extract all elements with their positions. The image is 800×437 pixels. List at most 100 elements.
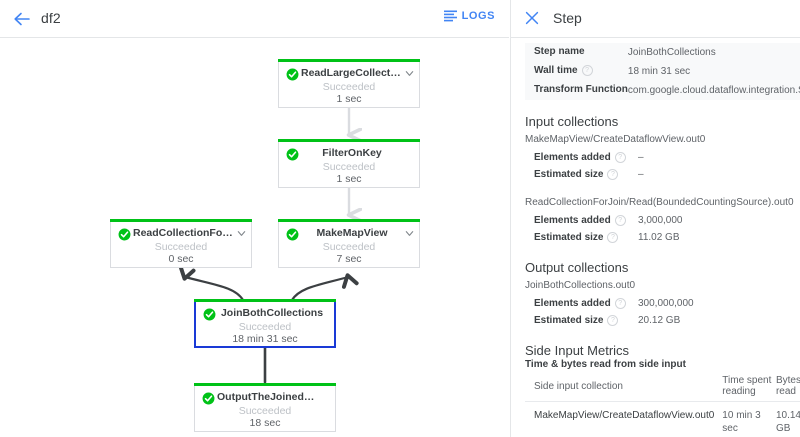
metric-key-label: Estimated size xyxy=(534,315,604,326)
summary-key-label: Wall time xyxy=(534,65,578,76)
table-row: Step name JoinBothCollections xyxy=(525,43,800,62)
metric-value: 300,000,000 xyxy=(638,298,694,309)
help-icon[interactable]: ? xyxy=(614,215,626,226)
step-summary-table: Step name JoinBothCollections Wall time?… xyxy=(525,43,800,100)
node-time: 0 sec xyxy=(168,253,194,265)
summary-key-label: Transform Function xyxy=(534,84,628,95)
close-icon[interactable] xyxy=(524,10,540,26)
chevron-down-icon[interactable] xyxy=(404,68,415,79)
node-status: Succeeded xyxy=(238,321,292,333)
metric-key: Elements added? xyxy=(525,212,638,229)
input-collection-metrics-1: Elements added? 3,000,000 Estimated size… xyxy=(525,212,800,246)
node-status-bar xyxy=(278,219,420,222)
side-input-metrics-subtitle: Time & bytes read from side input xyxy=(525,359,686,370)
node-status: Succeeded xyxy=(322,241,376,253)
table-row: Elements added? – xyxy=(525,149,800,166)
collection-name: JoinBothCollections.out0 xyxy=(525,280,636,291)
chevron-down-icon[interactable] xyxy=(236,228,247,239)
node-name: ReadLargeCollectionFr... xyxy=(301,67,403,79)
metric-value: 11.02 GB xyxy=(638,232,680,243)
output-collection-metrics-0: Elements added? 300,000,000 Estimated si… xyxy=(525,295,800,329)
metric-key: Elements added? xyxy=(525,295,638,312)
success-check-icon xyxy=(118,228,131,241)
graph-node-join-both-collections[interactable]: JoinBothCollections Succeeded 18 min 31 … xyxy=(194,299,336,348)
metric-value: – xyxy=(638,152,644,163)
logs-button[interactable]: LOGS xyxy=(443,10,495,22)
help-icon[interactable]: ? xyxy=(614,298,626,309)
metric-key-label: Elements added xyxy=(534,298,611,309)
summary-key: Wall time? xyxy=(525,62,628,81)
graph-node-filter-on-key[interactable]: FilterOnKey Succeeded 1 sec xyxy=(278,139,420,188)
chevron-down-icon[interactable] xyxy=(404,228,415,239)
metric-value: 20.12 GB xyxy=(638,315,681,326)
help-icon[interactable]: ? xyxy=(607,232,619,243)
cell-bytes-read: 10.14 GB xyxy=(775,410,800,434)
help-icon[interactable]: ? xyxy=(581,65,593,76)
node-name: ReadCollectionForJoin xyxy=(133,227,235,239)
step-panel-header: Step xyxy=(511,0,800,38)
node-time: 18 sec xyxy=(249,417,281,429)
table-header-row: Side input collection Time spent reading… xyxy=(525,373,800,402)
metric-key-label: Elements added xyxy=(534,152,611,163)
node-status-bar xyxy=(110,219,252,222)
table-row: Estimated size? 11.02 GB xyxy=(525,229,800,246)
graph-edges xyxy=(178,108,509,384)
summary-value: JoinBothCollections xyxy=(627,47,716,58)
metric-key: Elements added? xyxy=(525,149,638,166)
help-icon[interactable]: ? xyxy=(614,152,626,163)
step-details-pane: Step Step name JoinBothCollections Wall … xyxy=(510,0,800,437)
metric-key: Estimated size? xyxy=(525,229,638,246)
node-status: Succeeded xyxy=(154,241,208,253)
table-row: Transform Function com.google.cloud.data… xyxy=(525,81,800,100)
success-check-icon xyxy=(286,68,299,81)
node-name: JoinBothCollections xyxy=(220,307,324,319)
column-header-bytes-read: Bytes read xyxy=(775,373,800,402)
table-row: MakeMapView/CreateDataflowView.out0 10 m… xyxy=(525,402,800,437)
summary-value: com.google.cloud.dataflow.integration.Si… xyxy=(627,85,800,96)
input-collections-title: Input collections xyxy=(525,114,619,129)
metric-key-label: Estimated size xyxy=(534,169,604,180)
success-check-icon xyxy=(202,392,215,405)
metric-value: 3,000,000 xyxy=(638,215,683,226)
node-status-bar xyxy=(278,59,420,62)
node-status: Succeeded xyxy=(322,81,376,93)
cell-time-spent: 10 min 3 sec xyxy=(722,410,761,434)
success-check-icon xyxy=(203,308,216,321)
collection-name: ReadCollectionForJoin/Read(BoundedCounti… xyxy=(525,197,794,208)
node-status: Succeeded xyxy=(322,161,376,173)
node-status-bar xyxy=(194,383,336,386)
node-name: OutputTheJoinedCollec... xyxy=(217,391,319,403)
graph-node-read-collection-for-join[interactable]: ReadCollectionForJoin Succeeded 0 sec xyxy=(110,219,252,268)
input-collection-metrics-0: Elements added? – Estimated size? – xyxy=(525,149,800,183)
metric-value: – xyxy=(638,169,644,180)
help-icon[interactable]: ? xyxy=(607,169,619,180)
side-input-metrics-title: Side Input Metrics xyxy=(525,343,630,358)
step-panel-title: Step xyxy=(553,10,582,26)
success-check-icon xyxy=(286,148,299,161)
left-header-bar: df2 LOGS xyxy=(0,0,509,38)
cell-collection: MakeMapView/CreateDataflowView.out0 xyxy=(534,410,715,421)
summary-key: Step name xyxy=(525,43,628,62)
success-check-icon xyxy=(286,228,299,241)
back-arrow-icon[interactable] xyxy=(12,9,32,29)
table-row: Estimated size? 20.12 GB xyxy=(525,312,800,329)
graph-node-read-large-collection[interactable]: ReadLargeCollectionFr... Succeeded 1 sec xyxy=(278,59,420,108)
table-row: Wall time? 18 min 31 sec xyxy=(525,62,800,81)
metric-key-label: Elements added xyxy=(534,215,611,226)
output-collections-title: Output collections xyxy=(525,260,629,275)
column-header-collection: Side input collection xyxy=(525,373,723,402)
table-row: Estimated size? – xyxy=(525,166,800,183)
graph-node-output-the-joined-collection[interactable]: OutputTheJoinedCollec... Succeeded 18 se… xyxy=(194,383,336,432)
node-status-bar xyxy=(278,139,420,142)
side-input-metrics-table: Side input collection Time spent reading… xyxy=(525,373,800,437)
metric-key: Estimated size? xyxy=(525,312,638,329)
table-row: Elements added? 3,000,000 xyxy=(525,212,800,229)
job-name-title: df2 xyxy=(41,10,61,26)
graph-node-make-map-view[interactable]: MakeMapView Succeeded 7 sec xyxy=(278,219,420,268)
logs-icon xyxy=(443,10,457,22)
node-time: 1 sec xyxy=(336,173,362,185)
collection-name: MakeMapView/CreateDataflowView.out0 xyxy=(525,134,706,145)
help-icon[interactable]: ? xyxy=(607,315,619,326)
node-name: MakeMapView xyxy=(316,227,388,239)
step-panel-body: Step name JoinBothCollections Wall time?… xyxy=(511,38,800,437)
